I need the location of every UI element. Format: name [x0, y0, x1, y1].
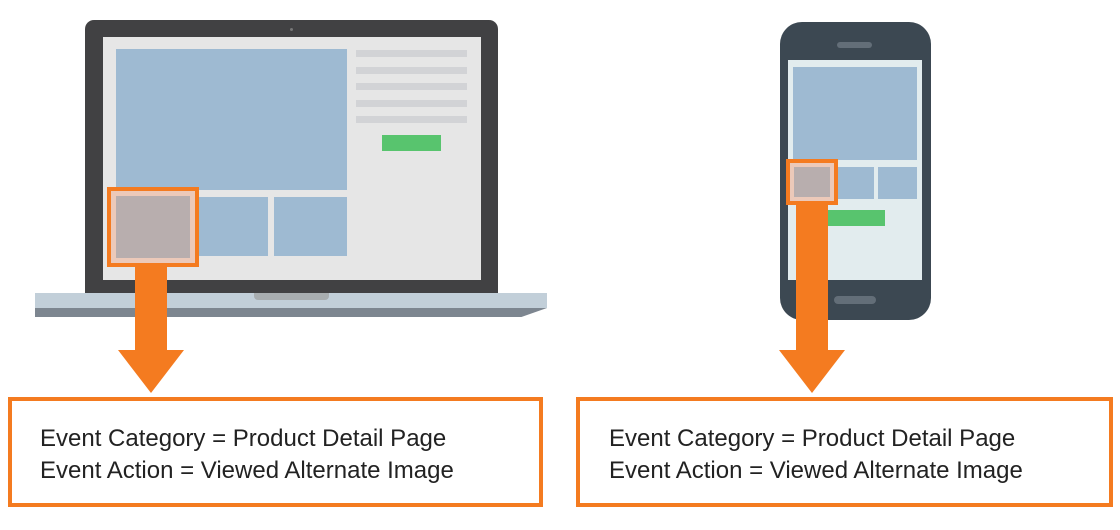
event-action-text: Event Action = Viewed Alternate Image [609, 457, 1023, 484]
thumbnail-2 [838, 167, 874, 199]
thumbnail-2 [198, 197, 268, 256]
phone-speaker [837, 42, 872, 48]
laptop-camera [290, 28, 293, 31]
phone-event-box: Event Category = Product Detail Page Eve… [576, 397, 1113, 507]
add-to-cart-button [382, 135, 441, 151]
arrow-stem [796, 203, 828, 351]
arrow-stem [135, 266, 167, 351]
highlighted-alternate-image [107, 187, 199, 267]
arrow-head [118, 350, 184, 393]
laptop-notch [254, 293, 329, 300]
text-line [356, 50, 467, 57]
main-product-image [116, 49, 347, 190]
phone-home-button [834, 296, 876, 304]
event-category-text: Event Category = Product Detail Page [609, 425, 1016, 452]
highlighted-alternate-image [786, 159, 838, 205]
text-line [356, 83, 467, 90]
event-category-text: Event Category = Product Detail Page [40, 425, 447, 452]
text-line [356, 116, 467, 123]
arrow-head [779, 350, 845, 393]
laptop-event-box: Event Category = Product Detail Page Eve… [8, 397, 543, 507]
text-line [356, 100, 467, 107]
event-action-text: Event Action = Viewed Alternate Image [40, 457, 454, 484]
text-line [356, 67, 467, 74]
thumbnail-3 [274, 197, 347, 256]
laptop-base-bottom [35, 308, 547, 317]
main-product-image [793, 67, 917, 160]
add-to-cart-button [828, 210, 885, 226]
thumbnail-3 [878, 167, 917, 199]
